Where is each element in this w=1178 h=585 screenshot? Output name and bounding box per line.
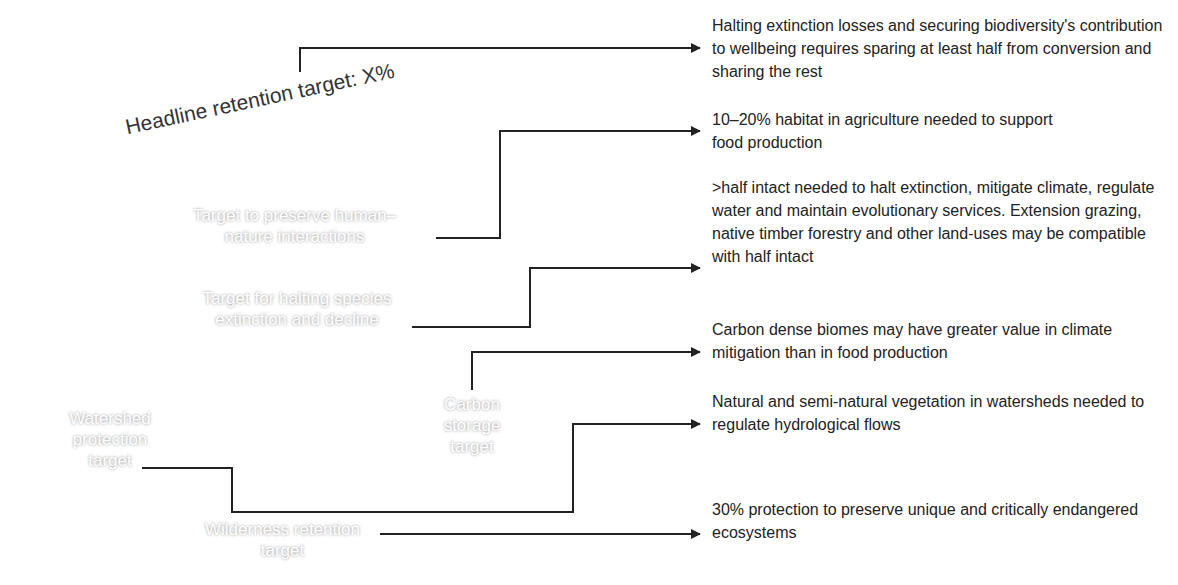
annotation-note: Carbon dense biomes may have greater val…: [712, 318, 1164, 364]
target-label: Carbon storage target: [430, 394, 514, 457]
target-label: Target for halting species extinction an…: [177, 288, 417, 330]
leader-line: [412, 268, 700, 327]
wilderness-ellipse: Wilderness retention target: [150, 497, 415, 585]
target-label: Wilderness retention target: [195, 519, 370, 561]
retention-outline: [44, 166, 536, 585]
leader-line: [472, 352, 700, 390]
annotation-note: 30% protection to preserve unique and cr…: [712, 498, 1164, 544]
annotation-note: Halting extinction losses and securing b…: [712, 14, 1164, 83]
continents: [16, 5, 570, 440]
ellipse-outline: [264, 370, 526, 537]
ellipse-outline: [152, 499, 414, 585]
headline-text: Headline retention target: X%: [96, 52, 424, 146]
leader-line: [142, 424, 700, 512]
leader-line: [436, 131, 700, 238]
ellipse-outline: [72, 187, 524, 334]
target-label: Watershed protection target: [54, 408, 166, 471]
globe-node: Headline retention target: X% Target to p…: [0, 0, 572, 585]
annotation-note: Natural and semi-natural vegetation in w…: [712, 390, 1164, 436]
globe-ocean: [1, 1, 571, 585]
target-label: Target to preserve human–nature interact…: [187, 205, 402, 247]
carbon-ellipse: Carbon storage target: [262, 368, 527, 538]
annotation-note: >half intact needed to halt extinction, …: [712, 176, 1174, 268]
leader-line: [380, 533, 700, 535]
annotation-note: 10–20% habitat in agriculture needed to …: [712, 108, 1072, 154]
